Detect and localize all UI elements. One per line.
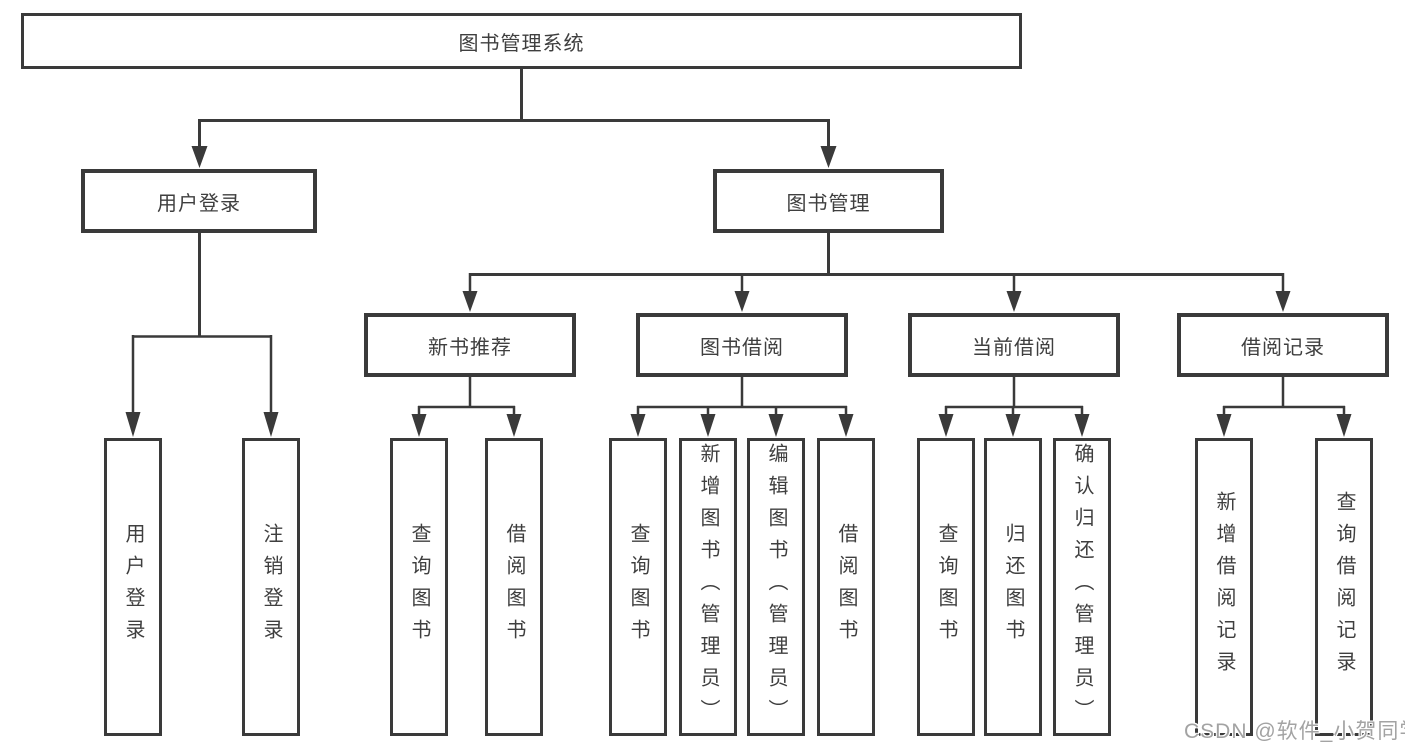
leaf-edit-books-admin: 编辑图书（管理员）: [747, 438, 805, 736]
arrow-down-icon: [191, 146, 208, 168]
leaf-query-books-borrowing: 查询图书: [609, 438, 667, 736]
leaf-borrow-books-borrowing: 借阅图书: [817, 438, 875, 736]
node-label: 借阅记录: [1241, 336, 1325, 359]
arrow-down-icon: [838, 414, 854, 437]
connector-book-borrowing-subtree: [630, 377, 854, 437]
node-book-management: 图书管理: [713, 169, 944, 233]
leaf-return-books: 归还图书: [984, 438, 1042, 736]
node-new-book-recommendation: 新书推荐: [364, 313, 576, 377]
arrow-down-icon: [1074, 414, 1090, 437]
arrow-down-icon: [462, 291, 478, 312]
connector-user-login-subtree: [125, 233, 279, 437]
arrow-down-icon: [700, 414, 716, 437]
node-label: 用户登录: [157, 192, 241, 215]
arrow-down-icon: [506, 414, 522, 437]
node-label: 当前借阅: [972, 336, 1056, 359]
connector-borrowing-records-subtree: [1216, 377, 1352, 437]
arrow-down-icon: [820, 146, 837, 168]
arrow-down-icon: [1216, 414, 1232, 437]
node-label: 注销登录: [260, 523, 282, 651]
leaf-query-books-recommendation: 查询图书: [390, 438, 448, 736]
node-label: 确认归还（管理员）: [1071, 443, 1093, 731]
arrow-down-icon: [938, 414, 954, 437]
arrow-down-icon: [1275, 291, 1291, 312]
node-label: 编辑图书（管理员）: [765, 443, 787, 731]
node-current-borrowing: 当前借阅: [908, 313, 1120, 377]
leaf-add-borrow-record: 新增借阅记录: [1195, 438, 1253, 736]
node-label: 图书管理: [786, 192, 871, 215]
arrow-down-icon: [734, 291, 750, 312]
connector-book-management-to-level3: [462, 233, 1291, 312]
leaf-query-books-current: 查询图书: [917, 438, 975, 736]
node-borrowing-records: 借阅记录: [1177, 313, 1389, 377]
node-label: 用户登录: [122, 523, 144, 651]
node-label: 借阅图书: [503, 523, 525, 651]
node-label: 新增图书（管理员）: [697, 443, 719, 731]
node-label: 新增借阅记录: [1213, 491, 1235, 683]
connector-new-book-subtree: [411, 377, 522, 437]
node-label: 图书管理系统: [458, 32, 585, 55]
node-label: 查询图书: [935, 523, 957, 651]
leaf-add-books-admin: 新增图书（管理员）: [679, 438, 737, 736]
csdn-watermark: CSDN @软件_小贺同学: [1184, 720, 1405, 743]
arrow-down-icon: [1005, 414, 1021, 437]
node-label: 查询图书: [408, 523, 430, 651]
node-label: 图书借阅: [700, 336, 784, 359]
arrow-down-icon: [263, 412, 279, 437]
node-user-login: 用户登录: [81, 169, 317, 233]
arrow-down-icon: [1006, 291, 1022, 312]
node-book-borrowing: 图书借阅: [636, 313, 848, 377]
leaf-borrow-books-recommendation: 借阅图书: [485, 438, 543, 736]
arrow-down-icon: [768, 414, 784, 437]
node-label: 新书推荐: [428, 336, 512, 359]
leaf-user-login: 用户登录: [104, 438, 162, 736]
arrow-down-icon: [1336, 414, 1352, 437]
arrow-down-icon: [630, 414, 646, 437]
leaf-logout: 注销登录: [242, 438, 300, 736]
connector-current-borrowing-subtree: [938, 377, 1090, 437]
leaf-query-borrow-record: 查询借阅记录: [1315, 438, 1373, 736]
node-label: 归还图书: [1002, 523, 1024, 651]
node-label: 查询图书: [627, 523, 649, 651]
leaf-confirm-return-admin: 确认归还（管理员）: [1053, 438, 1111, 736]
arrow-down-icon: [411, 414, 427, 437]
arrow-down-icon: [125, 412, 141, 437]
connector-root-to-level2: [191, 69, 837, 168]
node-label: 借阅图书: [835, 523, 857, 651]
node-label: 查询借阅记录: [1333, 491, 1355, 683]
node-library-management-system: 图书管理系统: [21, 13, 1022, 69]
